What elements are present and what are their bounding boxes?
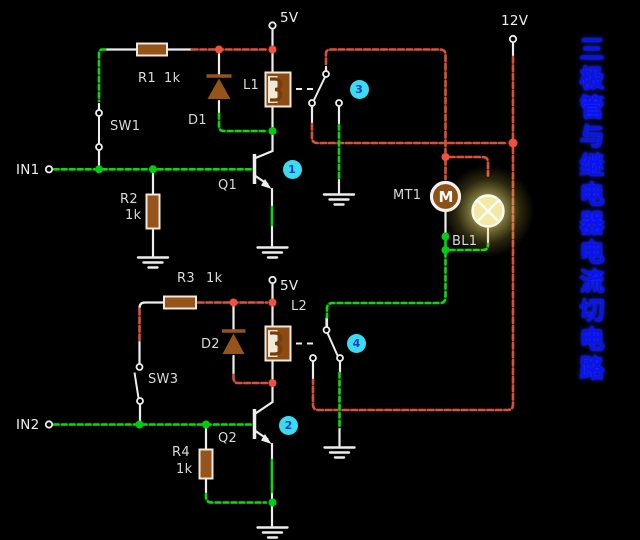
label-d1: D1 [188, 113, 207, 128]
label-r4-value: 1k [176, 462, 193, 477]
label-sw1: SW1 [110, 119, 141, 134]
label-bl1: BL1 [452, 234, 478, 249]
resistor-r2[interactable] [145, 193, 161, 230]
label-5v-top: 5V [280, 10, 299, 26]
label-12v: 12V [501, 13, 529, 29]
resistor-r1[interactable] [136, 42, 168, 57]
motor-mt1[interactable] [429, 180, 462, 213]
diode-d1[interactable] [206, 74, 232, 99]
diode-d2[interactable] [222, 329, 246, 354]
node-badge-1[interactable]: 1 [282, 159, 302, 179]
transistor-q1[interactable] [252, 154, 272, 189]
label-r1: R1 [138, 71, 156, 86]
label-r2-value: 1k [125, 208, 142, 223]
relay-coil-l1[interactable] [264, 71, 292, 108]
label-r2: R2 [120, 192, 138, 207]
white-wires [97, 27, 515, 528]
label-l1: L1 [243, 78, 260, 93]
label-r3-value: 1k [206, 271, 223, 286]
label-l2: L2 [291, 299, 308, 314]
terminals [44, 21, 518, 429]
resistor-r3[interactable] [163, 295, 197, 310]
junction-dots-red [215, 45, 518, 387]
relay-coil-l2[interactable] [264, 325, 292, 362]
label-sw3: SW3 [148, 372, 179, 387]
terminal-5v-bottom[interactable] [268, 275, 277, 285]
label-d2: D2 [201, 337, 220, 352]
node-badge-3[interactable]: 3 [349, 79, 369, 99]
relay-contact-3[interactable] [308, 70, 343, 107]
node-badge-2[interactable]: 2 [279, 415, 298, 435]
resistor-r4[interactable] [198, 448, 214, 480]
terminal-in2[interactable] [44, 420, 54, 429]
label-r3: R3 [177, 271, 195, 286]
terminal-5v-top[interactable] [268, 21, 277, 30]
node-badge-4[interactable]: 4 [347, 334, 366, 353]
label-in2: IN2 [16, 417, 40, 433]
label-r1-value: 1k [164, 71, 181, 86]
label-mt1: MT1 [393, 188, 422, 203]
resistors [136, 42, 214, 480]
relay-contact-4[interactable] [309, 326, 344, 362]
green-wires [52, 48, 490, 504]
label-q1: Q1 [218, 178, 238, 193]
switch-sw1[interactable] [95, 109, 103, 151]
relay-link-dashes [296, 88, 316, 345]
label-5v-bottom: 5V [280, 278, 299, 294]
lamp-bl1[interactable] [471, 194, 505, 228]
terminal-12v[interactable] [508, 34, 518, 44]
terminal-in1[interactable] [44, 165, 54, 174]
label-in1: IN1 [16, 162, 40, 178]
label-q2: Q2 [218, 431, 238, 446]
ground-symbols [136, 193, 356, 539]
page-title: 三极管与继电器电流切电路 [576, 36, 605, 384]
label-r4: R4 [172, 445, 190, 460]
motor-letter: M [438, 188, 454, 206]
junction-dots-green [95, 127, 450, 507]
switch-sw3[interactable] [133, 363, 144, 405]
transistor-q2[interactable] [252, 409, 272, 444]
